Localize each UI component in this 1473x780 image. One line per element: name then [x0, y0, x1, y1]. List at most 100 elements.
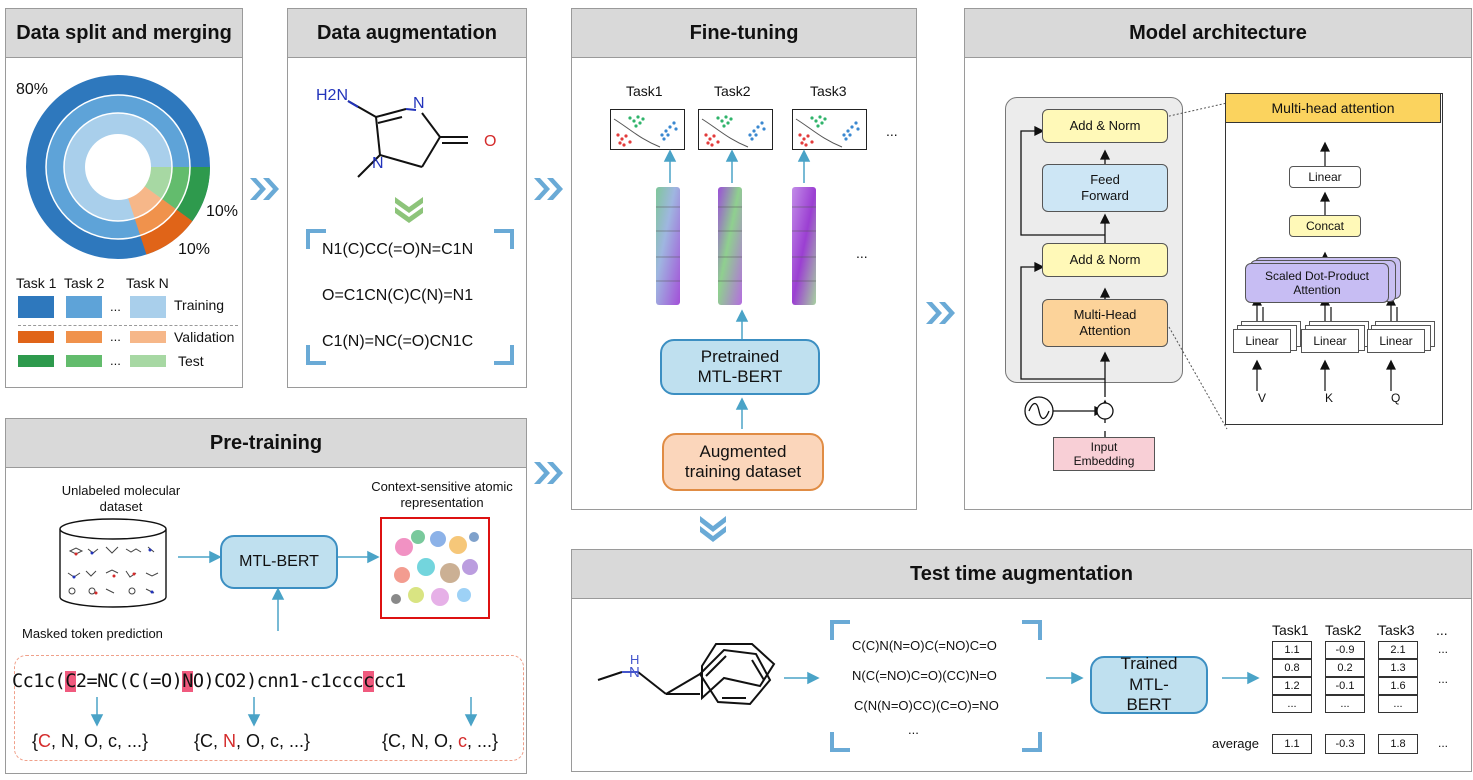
pretrained-model-box: Pretrained MTL-BERT	[660, 339, 820, 395]
prediction-cell: ...	[1325, 695, 1365, 713]
smiles-2: O=C1CN(C)C(N)=N1	[322, 287, 474, 304]
tta-smiles-1: C(C)N(N=O)C(=NO)C=O	[852, 638, 997, 653]
add-norm-box: Add & Norm	[1042, 243, 1168, 277]
input-q: Q	[1391, 391, 1401, 405]
prediction-cell: -0.9	[1325, 641, 1365, 659]
tta-task-header: Task1	[1272, 622, 1309, 638]
chevron-right-icon	[250, 178, 279, 200]
legend-swatch-val-2	[66, 331, 102, 343]
legend-swatch-test-n	[130, 355, 166, 367]
molecule-atom-n: N	[372, 155, 384, 172]
average-dots: ...	[1438, 736, 1449, 750]
dots: ...	[856, 245, 868, 261]
linear-box: Linear	[1289, 166, 1361, 188]
arrows	[663, 149, 811, 429]
prediction-cell: -0.1	[1325, 677, 1365, 695]
chevron-down-icon	[700, 516, 726, 542]
molecule-atom-h2n: H2N	[316, 87, 349, 104]
prediction-cell: ...	[1378, 695, 1418, 713]
chevron-down-icon	[395, 197, 423, 223]
masked-token: N	[182, 671, 193, 692]
panel-fine-tuning: Fine-tuning Task1 Task2 Task3 ...	[571, 8, 917, 510]
smiles-3: C1(N)=NC(=O)CN1C	[322, 333, 474, 350]
linear-q-box: Linear	[1367, 329, 1425, 353]
panel-data-augmentation: Data augmentation H2N N N O	[287, 8, 527, 388]
panel-title: Data augmentation	[288, 9, 526, 58]
task-label: Task1	[626, 83, 663, 99]
pretrain-arrows	[178, 550, 380, 631]
scaled-dot-product-attention-box: Scaled Dot-Product Attention	[1245, 263, 1389, 303]
panel-pre-training: Pre-training Unlabeled molecular dataset…	[5, 418, 527, 774]
panel-title: Model architecture	[965, 9, 1471, 58]
pct-test: 10%	[206, 203, 239, 220]
arch-connectors	[1020, 102, 1228, 445]
seq-part: 2=NC(C(=O)	[75, 671, 183, 692]
tta-task-header: Task2	[1325, 622, 1362, 638]
row-dots: ...	[1438, 672, 1449, 686]
molecule-atom-o: O	[484, 133, 497, 150]
prediction-cell: 0.2	[1325, 659, 1365, 677]
smiles-1: N1(C)CC(=O)N=C1N	[322, 241, 474, 258]
panel-title: Data split and merging	[6, 9, 242, 58]
legend-task1: Task 1	[16, 275, 57, 291]
embedding-bars	[656, 187, 816, 305]
chevron-right-icon	[534, 178, 563, 200]
prediction-cell: 1.6	[1378, 677, 1418, 695]
tsne-plot	[380, 517, 490, 619]
smiles-bracket	[830, 620, 1042, 752]
prediction-set-3: {C, N, O, c, ...}	[382, 731, 499, 751]
task-label: Task2	[714, 83, 751, 99]
prediction-set-1: {C, N, O, c, ...}	[32, 731, 149, 751]
molecule-atom-h: H	[630, 652, 640, 667]
tta-task-header: ...	[1436, 622, 1448, 638]
multi-head-attention-box: Multi-Head Attention	[1042, 299, 1168, 347]
masked-token-label: Masked token prediction	[22, 626, 163, 641]
legend-swatch-test-1	[18, 355, 54, 367]
input-v: V	[1258, 391, 1267, 405]
panel-data-split: Data split and merging 80% 10% 10% Task …	[5, 8, 243, 388]
pct-validation: 10%	[178, 241, 211, 258]
linear-v-box: Linear	[1233, 329, 1291, 353]
tta-smiles-3: C(N(N=O)CC)(C=O)=NO	[854, 698, 999, 713]
linear-k-box: Linear	[1301, 329, 1359, 353]
feed-forward-box: Feed Forward	[1042, 164, 1168, 212]
tta-arrows	[784, 671, 1260, 685]
panel-title: Test time augmentation	[572, 550, 1471, 599]
average-cell: 1.1	[1272, 734, 1312, 754]
masked-token: c	[363, 671, 374, 692]
chevron-right-icon	[926, 302, 955, 324]
smiles-bracket	[306, 229, 514, 365]
masked-token: C	[65, 671, 76, 692]
seq-part: Cc1c(	[12, 671, 66, 692]
panel-test-time-augmentation: Test time augmentation H N	[571, 549, 1472, 772]
prediction-cell: ...	[1272, 695, 1312, 713]
legend-swatch-training-2	[66, 296, 102, 318]
dots: ...	[886, 123, 898, 139]
tta-task-header: Task3	[1378, 622, 1415, 638]
add-norm-box: Add & Norm	[1042, 109, 1168, 143]
legend-dots: ...	[110, 299, 121, 314]
benzyl-amine-molecule	[597, 643, 776, 706]
row-dots: ...	[1438, 642, 1449, 656]
chevron-right-icon	[534, 462, 563, 484]
legend-swatch-val-1	[18, 331, 54, 343]
prediction-set-2: {C, N, O, c, ...}	[194, 731, 311, 751]
legend-swatch-training-1	[18, 296, 54, 318]
legend-divider	[18, 325, 238, 326]
tta-smiles-2: N(C(=NO)C=O)(CC)N=O	[852, 668, 997, 683]
legend-swatch-val-n	[130, 331, 166, 343]
mtl-bert-box: MTL-BERT	[220, 535, 338, 589]
legend-training: Training	[174, 297, 225, 313]
trained-model-box: Trained MTL-BERT	[1090, 654, 1208, 714]
legend-swatch-training-n	[130, 296, 166, 318]
average-cell: -0.3	[1325, 734, 1365, 754]
prediction-cell: 1.1	[1272, 641, 1312, 659]
donut-chart	[26, 75, 210, 259]
legend-taskN: Task N	[126, 275, 169, 291]
augmented-dataset-box: Augmented training dataset	[662, 433, 824, 491]
molecule-structure	[347, 100, 468, 178]
database-icon	[59, 518, 167, 608]
molecule-atom-n: N	[629, 664, 640, 681]
prediction-cell: 0.8	[1272, 659, 1312, 677]
input-embedding-box: Input Embedding	[1053, 437, 1155, 471]
